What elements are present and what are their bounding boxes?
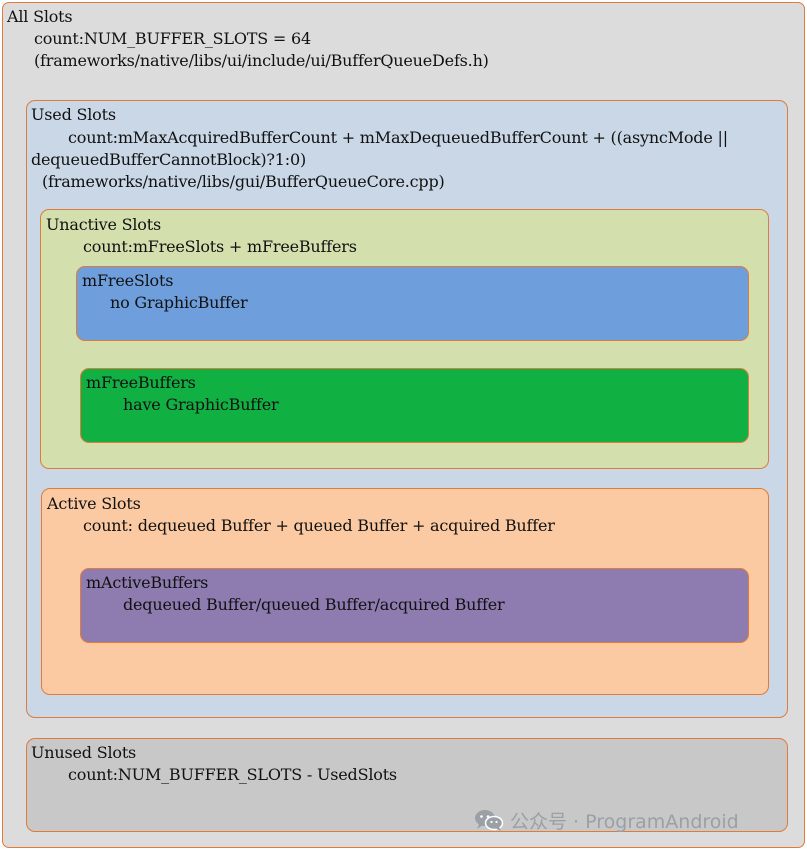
unactive-slots-title: Unactive Slots — [46, 215, 161, 234]
mfreebuffers-desc: have GraphicBuffer — [123, 395, 279, 414]
mactivebuffers-desc: dequeued Buffer/queued Buffer/acquired B… — [123, 595, 505, 614]
mfreeslots-desc: no GraphicBuffer — [110, 293, 248, 312]
watermark-text: 公众号 · ProgramAndroid — [510, 810, 739, 833]
mfreebuffers-title: mFreeBuffers — [86, 373, 196, 392]
unused-slots-count: count:NUM_BUFFER_SLOTS - UsedSlots — [68, 765, 397, 784]
all-slots-count: count:NUM_BUFFER_SLOTS = 64 — [34, 29, 311, 48]
all-slots-title: All Slots — [7, 7, 73, 26]
unused-slots-title: Unused Slots — [31, 743, 137, 762]
mfreebuffers-box — [80, 368, 749, 443]
wechat-icon — [475, 810, 504, 831]
mactivebuffers-title: mActiveBuffers — [86, 573, 209, 592]
mfreeslots-title: mFreeSlots — [82, 271, 174, 290]
watermark: 公众号 · ProgramAndroid — [474, 806, 739, 834]
used-slots-title: Used Slots — [31, 105, 116, 124]
mactivebuffers-box — [80, 568, 749, 643]
all-slots-source: (frameworks/native/libs/ui/include/ui/Bu… — [34, 51, 489, 70]
active-slots-title: Active Slots — [47, 494, 141, 513]
active-slots-count: count: dequeued Buffer + queued Buffer +… — [83, 516, 555, 535]
used-slots-source: (frameworks/native/libs/gui/BufferQueueC… — [42, 172, 445, 191]
mfreeslots-box — [76, 266, 749, 341]
unactive-slots-count: count:mFreeSlots + mFreeBuffers — [83, 237, 357, 256]
used-slots-count-line1: count:mMaxAcquiredBufferCount + mMaxDequ… — [68, 128, 728, 147]
unused-slots-box — [26, 738, 788, 832]
used-slots-count-line2: dequeuedBufferCannotBlock)?1:0) — [31, 150, 306, 169]
